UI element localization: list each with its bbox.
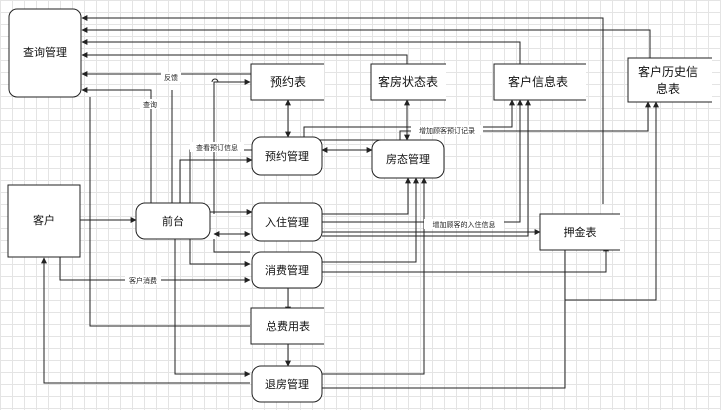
edge-custinfo-to-query <box>81 39 521 70</box>
edge-view-reservation <box>187 149 252 211</box>
edge-query-to-totalfee <box>89 97 250 327</box>
store-room-status-table[interactable]: 客房状态表 <box>370 63 446 101</box>
node-label: 客户 <box>33 213 55 227</box>
edge-frontdesk-to-checkout <box>174 239 251 377</box>
store-label-line1: 客户历史信 <box>638 64 698 79</box>
edge-reservation-to-custinfo <box>303 99 515 137</box>
edge-roomstatus-to-query <box>81 52 408 70</box>
edge-frontdesk-query <box>81 87 152 210</box>
store-reservation-table[interactable]: 预约表 <box>250 63 324 101</box>
edge-label-feedback: 反馈 <box>164 73 178 82</box>
node-query-management[interactable]: 查询管理 <box>8 8 82 98</box>
store-label: 预约表 <box>270 74 306 89</box>
edge-add-reservation-record <box>320 101 651 141</box>
node-customer[interactable]: 客户 <box>7 184 81 258</box>
edge-checkout-to-customer <box>41 257 250 384</box>
store-customer-history-table[interactable]: 客户历史信 息表 <box>627 57 712 103</box>
store-label: 客房状态表 <box>378 74 438 89</box>
node-room-management[interactable]: 房态管理 <box>371 139 445 179</box>
store-label: 押金表 <box>564 225 597 239</box>
edge-checkin-to-room <box>322 177 411 215</box>
hop <box>211 78 219 83</box>
node-front-desk[interactable]: 前台 <box>135 202 211 240</box>
edge-checkout-to-history <box>565 101 659 301</box>
edge-customer-consumption <box>59 257 251 283</box>
store-label: 总费用表 <box>266 319 310 333</box>
store-total-fee-table[interactable]: 总费用表 <box>250 307 324 345</box>
node-label: 预约管理 <box>265 149 309 163</box>
edge-consumption-to-deposit <box>322 245 609 273</box>
edge-label-add-reservation-record: 增加顾客预订记录 <box>419 126 475 135</box>
edge-frontdesk-aux <box>213 239 250 253</box>
edge-history-to-query <box>81 27 651 60</box>
store-deposit-table[interactable]: 押金表 <box>539 213 620 251</box>
store-label: 客户信息表 <box>508 74 568 89</box>
node-label: 查询管理 <box>23 45 67 59</box>
edge-label-view-reservation: 查看预订信息 <box>196 143 238 152</box>
node-label: 前台 <box>162 214 184 228</box>
store-customer-info-table[interactable]: 客户信息表 <box>493 63 586 101</box>
edge-frontdesk-to-consumption <box>189 239 251 267</box>
node-label: 退房管理 <box>265 377 309 391</box>
edge-checkout-to-room <box>322 177 427 375</box>
edges <box>41 15 659 389</box>
node-consumption-management[interactable]: 消费管理 <box>251 251 323 289</box>
edge-label-customer-consumption: 客户消费 <box>129 276 157 285</box>
store-label-line2: 息表 <box>656 81 680 96</box>
node-label: 房态管理 <box>386 152 430 166</box>
edge-deposit-to-query <box>81 15 604 204</box>
node-checkout-management[interactable]: 退房管理 <box>251 365 323 403</box>
edge-label-query: 查询 <box>143 100 157 109</box>
node-reservation-management[interactable]: 预约管理 <box>251 136 323 176</box>
node-checkin-management[interactable]: 入住管理 <box>251 202 323 242</box>
edge-frontdesk-to-reservation-table <box>213 79 251 214</box>
edge-checkout-to-deposit <box>322 246 566 389</box>
edge-checkin-to-custinfo <box>322 99 523 223</box>
node-label: 入住管理 <box>265 215 309 229</box>
node-label: 消费管理 <box>265 263 309 277</box>
edge-checkin-to-custinfo2 <box>322 99 531 237</box>
edge-labels: 反馈 查询 查看预订信息 增加顾客预订记录 增加顾客的入住信息 客户消费 <box>125 72 504 285</box>
edge-frontdesk-to-reservation-mgmt <box>179 157 253 210</box>
edge-label-add-checkin-info: 增加顾客的入住信息 <box>433 220 496 229</box>
edge-consumption-to-room <box>322 177 419 263</box>
